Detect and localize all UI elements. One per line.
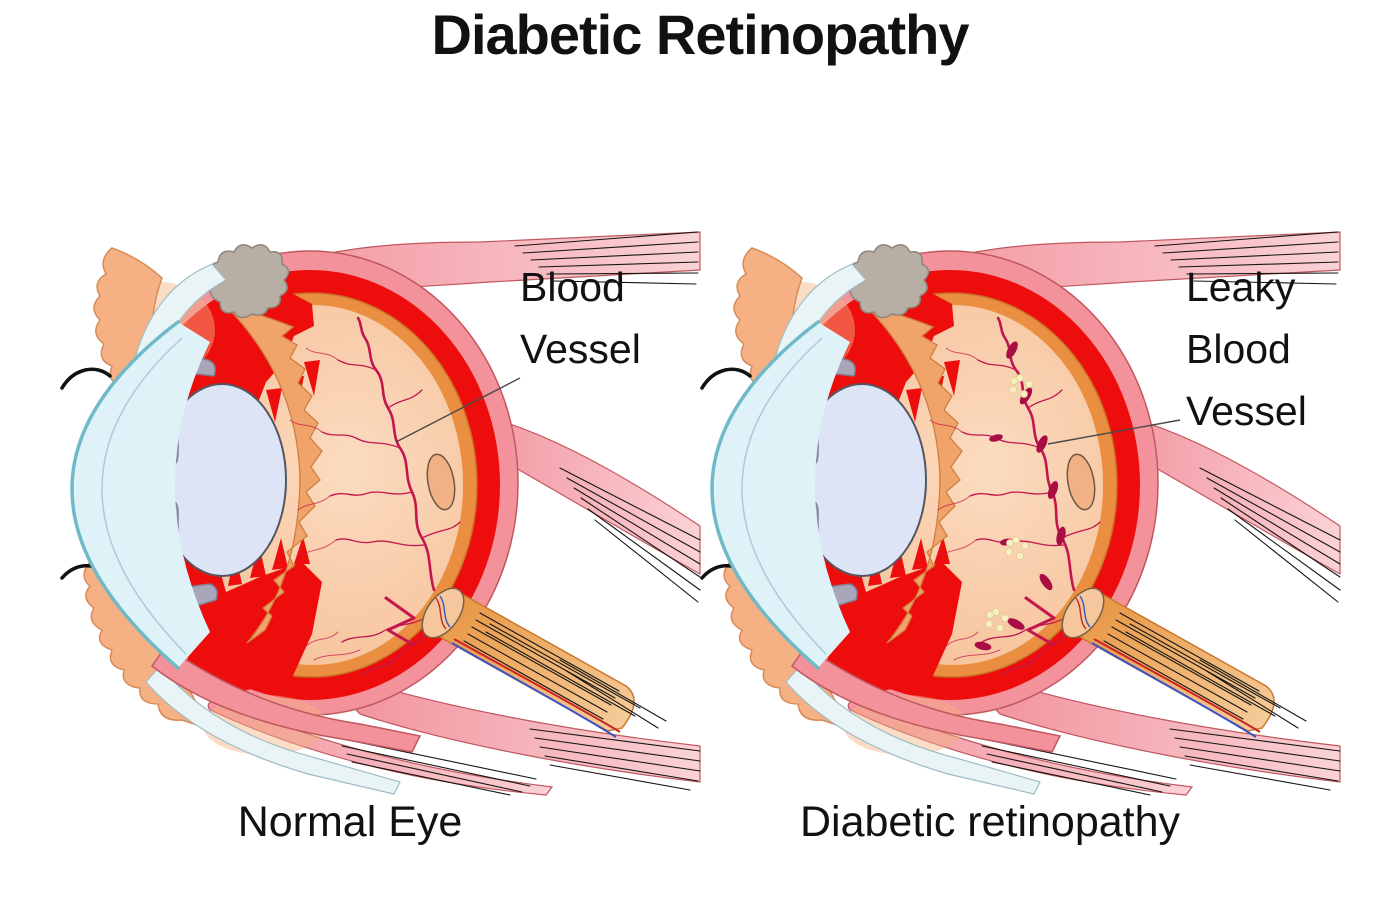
normal-eye-diagram <box>60 230 702 797</box>
caption-normal-eye: Normal Eye <box>237 798 463 846</box>
caption-diabetic-retinopathy: Diabetic retinopathy <box>799 798 1181 846</box>
leaky-blood-vessel-pointer-line <box>1047 419 1181 445</box>
blood-vessel-label: Blood Vessel <box>520 256 641 380</box>
leaky-blood-vessel-label-line2: Blood <box>1186 326 1291 372</box>
page-title: Diabetic Retinopathy <box>431 3 970 66</box>
blood-vessel-label-line2: Vessel <box>520 326 641 372</box>
leaky-blood-vessel-label-line1: Leaky <box>1186 264 1296 310</box>
blood-vessel-label-line1: Blood <box>520 264 625 310</box>
blood-vessel-pointer-line <box>395 377 521 443</box>
leaky-blood-vessel-label-line3: Vessel <box>1186 388 1307 434</box>
leaky-blood-vessel-label: Leaky Blood Vessel <box>1186 256 1307 442</box>
diabetic-retinopathy-eye-diagram <box>700 230 1342 797</box>
